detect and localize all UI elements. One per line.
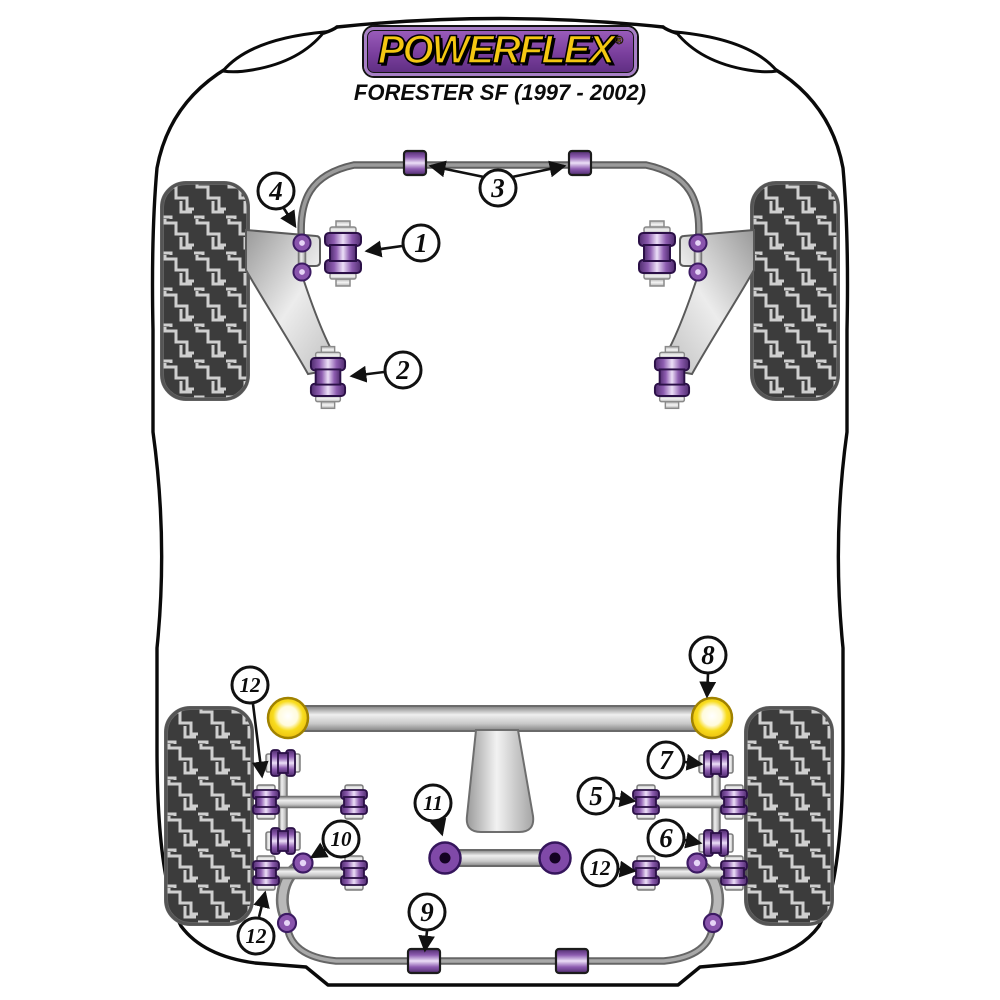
rear-center-link-bushing-right (538, 841, 572, 875)
callout-number: 10 (331, 827, 353, 851)
registered-trademark-symbol: ® (615, 35, 624, 48)
callout-6: 6 (646, 818, 686, 858)
rear-drop-link-joint-left (292, 852, 314, 874)
vehicle-model-title: FORESTER SF (1997 - 2002) (353, 80, 647, 105)
callout-number: 8 (701, 640, 715, 670)
callout-8: 8 (688, 635, 728, 675)
car-body-outline (150, 16, 850, 987)
callout-number: 11 (423, 791, 443, 815)
callout-10: 10 (321, 819, 361, 859)
rear-center-link (428, 841, 572, 875)
callout-12-rear-left-lower-arrow (253, 890, 270, 918)
callout-12-rear-left-upper: 12 (230, 665, 270, 705)
callout-8-arrow (699, 673, 717, 699)
callout-3-arrow-right (511, 160, 567, 179)
callout-11-arrow (429, 817, 447, 837)
mirror-connector-left (322, 25, 339, 35)
tire-front-left (160, 181, 250, 401)
callout-12-rear-left-lower: 12 (236, 916, 276, 956)
powerflex-logo-text: POWERFLEX (377, 28, 616, 72)
callout-4-arrow (280, 206, 297, 229)
rear-arm-bushing-lower-inner-right (632, 855, 660, 891)
front-arm-rear-bushing-left (309, 345, 347, 410)
callout-10-arrow (309, 842, 329, 859)
front-arb-bushing-left (402, 149, 428, 177)
callout-circle (401, 223, 441, 263)
rear-crossmember-bushing-right (690, 696, 734, 740)
callout-9-arrow (418, 930, 435, 953)
callout-9: 9 (407, 892, 447, 932)
tire-rear-right (744, 706, 834, 926)
rear-vlink-bottom-bushing-left (266, 828, 300, 854)
tire-front-right (750, 181, 840, 401)
rear-arb-mount-bushing-right (554, 947, 590, 975)
rear-arm-bushing-lower-outer-left (252, 855, 280, 891)
callout-number: 12 (246, 924, 268, 948)
front-arm-front-bushing-right (638, 220, 676, 287)
front-arm-rear-bushing-right (653, 345, 691, 410)
front-arb-bushing-right (567, 149, 593, 177)
callout-2-arrow (349, 365, 385, 383)
callout-7: 7 (646, 740, 686, 780)
rear-center-link-bushing-left (428, 841, 462, 875)
rear-vlink-top-bushing-left (266, 750, 300, 776)
front-drop-link-left (292, 233, 312, 282)
callout-12-rear-right-arrow (618, 860, 637, 878)
callout-6-arrow (684, 831, 703, 849)
rear-drop-link-joint-right (686, 852, 708, 874)
rear-arm-bushing-lower-inner-left (340, 855, 368, 891)
tire-rear-left (164, 706, 254, 926)
callout-number: 3 (490, 173, 505, 203)
rear-diff-mount (465, 729, 535, 833)
callout-5: 5 (576, 776, 616, 816)
callout-number: 12 (590, 856, 612, 880)
callout-11: 11 (413, 783, 453, 823)
rear-arm-bushing-upper-outer-left (252, 784, 280, 820)
callout-12-rear-right: 12 (580, 848, 620, 888)
callout-1: 1 (401, 223, 441, 263)
rear-crossmember-bushing-left (266, 696, 310, 740)
front-drop-link-right (688, 233, 708, 282)
rear-arm-bushing-upper-inner-right (632, 784, 660, 820)
callout-3: 3 (478, 168, 518, 208)
callout-7-arrow (684, 753, 704, 771)
rear-anti-roll-bar (283, 922, 717, 965)
callout-number: 1 (414, 228, 428, 258)
callout-number: 5 (589, 781, 603, 811)
callout-4: 4 (256, 171, 296, 211)
callout-number: 4 (268, 176, 283, 206)
callout-1-arrow (364, 240, 403, 258)
callout-number: 6 (659, 823, 673, 853)
car-roof-edge (335, 16, 665, 29)
callout-2: 2 (383, 350, 423, 390)
callout-3-arrow-left (428, 160, 485, 179)
rear-crossmember (285, 705, 715, 732)
rear-arm-bushing-upper-outer-right (720, 784, 748, 820)
rear-arb-mount-bushing-left (406, 947, 442, 975)
side-mirror-right-icon (672, 30, 780, 74)
rear-arm-bushing-lower-outer-right (720, 855, 748, 891)
rear-arb-tip-bushing-right (702, 912, 724, 934)
callout-number: 7 (659, 745, 674, 775)
front-anti-roll-bar (297, 161, 703, 247)
callout-5-arrow (614, 790, 637, 808)
mirror-connector-right (661, 25, 678, 35)
rear-vlink-bottom-bushing-right (699, 830, 733, 856)
powerflex-logo: POWERFLEX ® (364, 27, 637, 76)
rear-arb-tip-bushing-left (276, 912, 298, 934)
side-mirror-left-icon (220, 30, 328, 74)
rear-vlink-top-bushing-right (699, 751, 733, 777)
callout-12-rear-left-upper-arrow (251, 703, 269, 779)
callout-number: 12 (240, 673, 262, 697)
rear-arm-bushing-upper-inner-left (340, 784, 368, 820)
callout-number: 2 (395, 355, 410, 385)
front-arm-front-bushing-left (324, 220, 362, 287)
car-perimeter (150, 66, 850, 987)
callouts: 1 2 3 4 5 6 7 (230, 160, 728, 956)
callout-number: 9 (420, 897, 434, 927)
